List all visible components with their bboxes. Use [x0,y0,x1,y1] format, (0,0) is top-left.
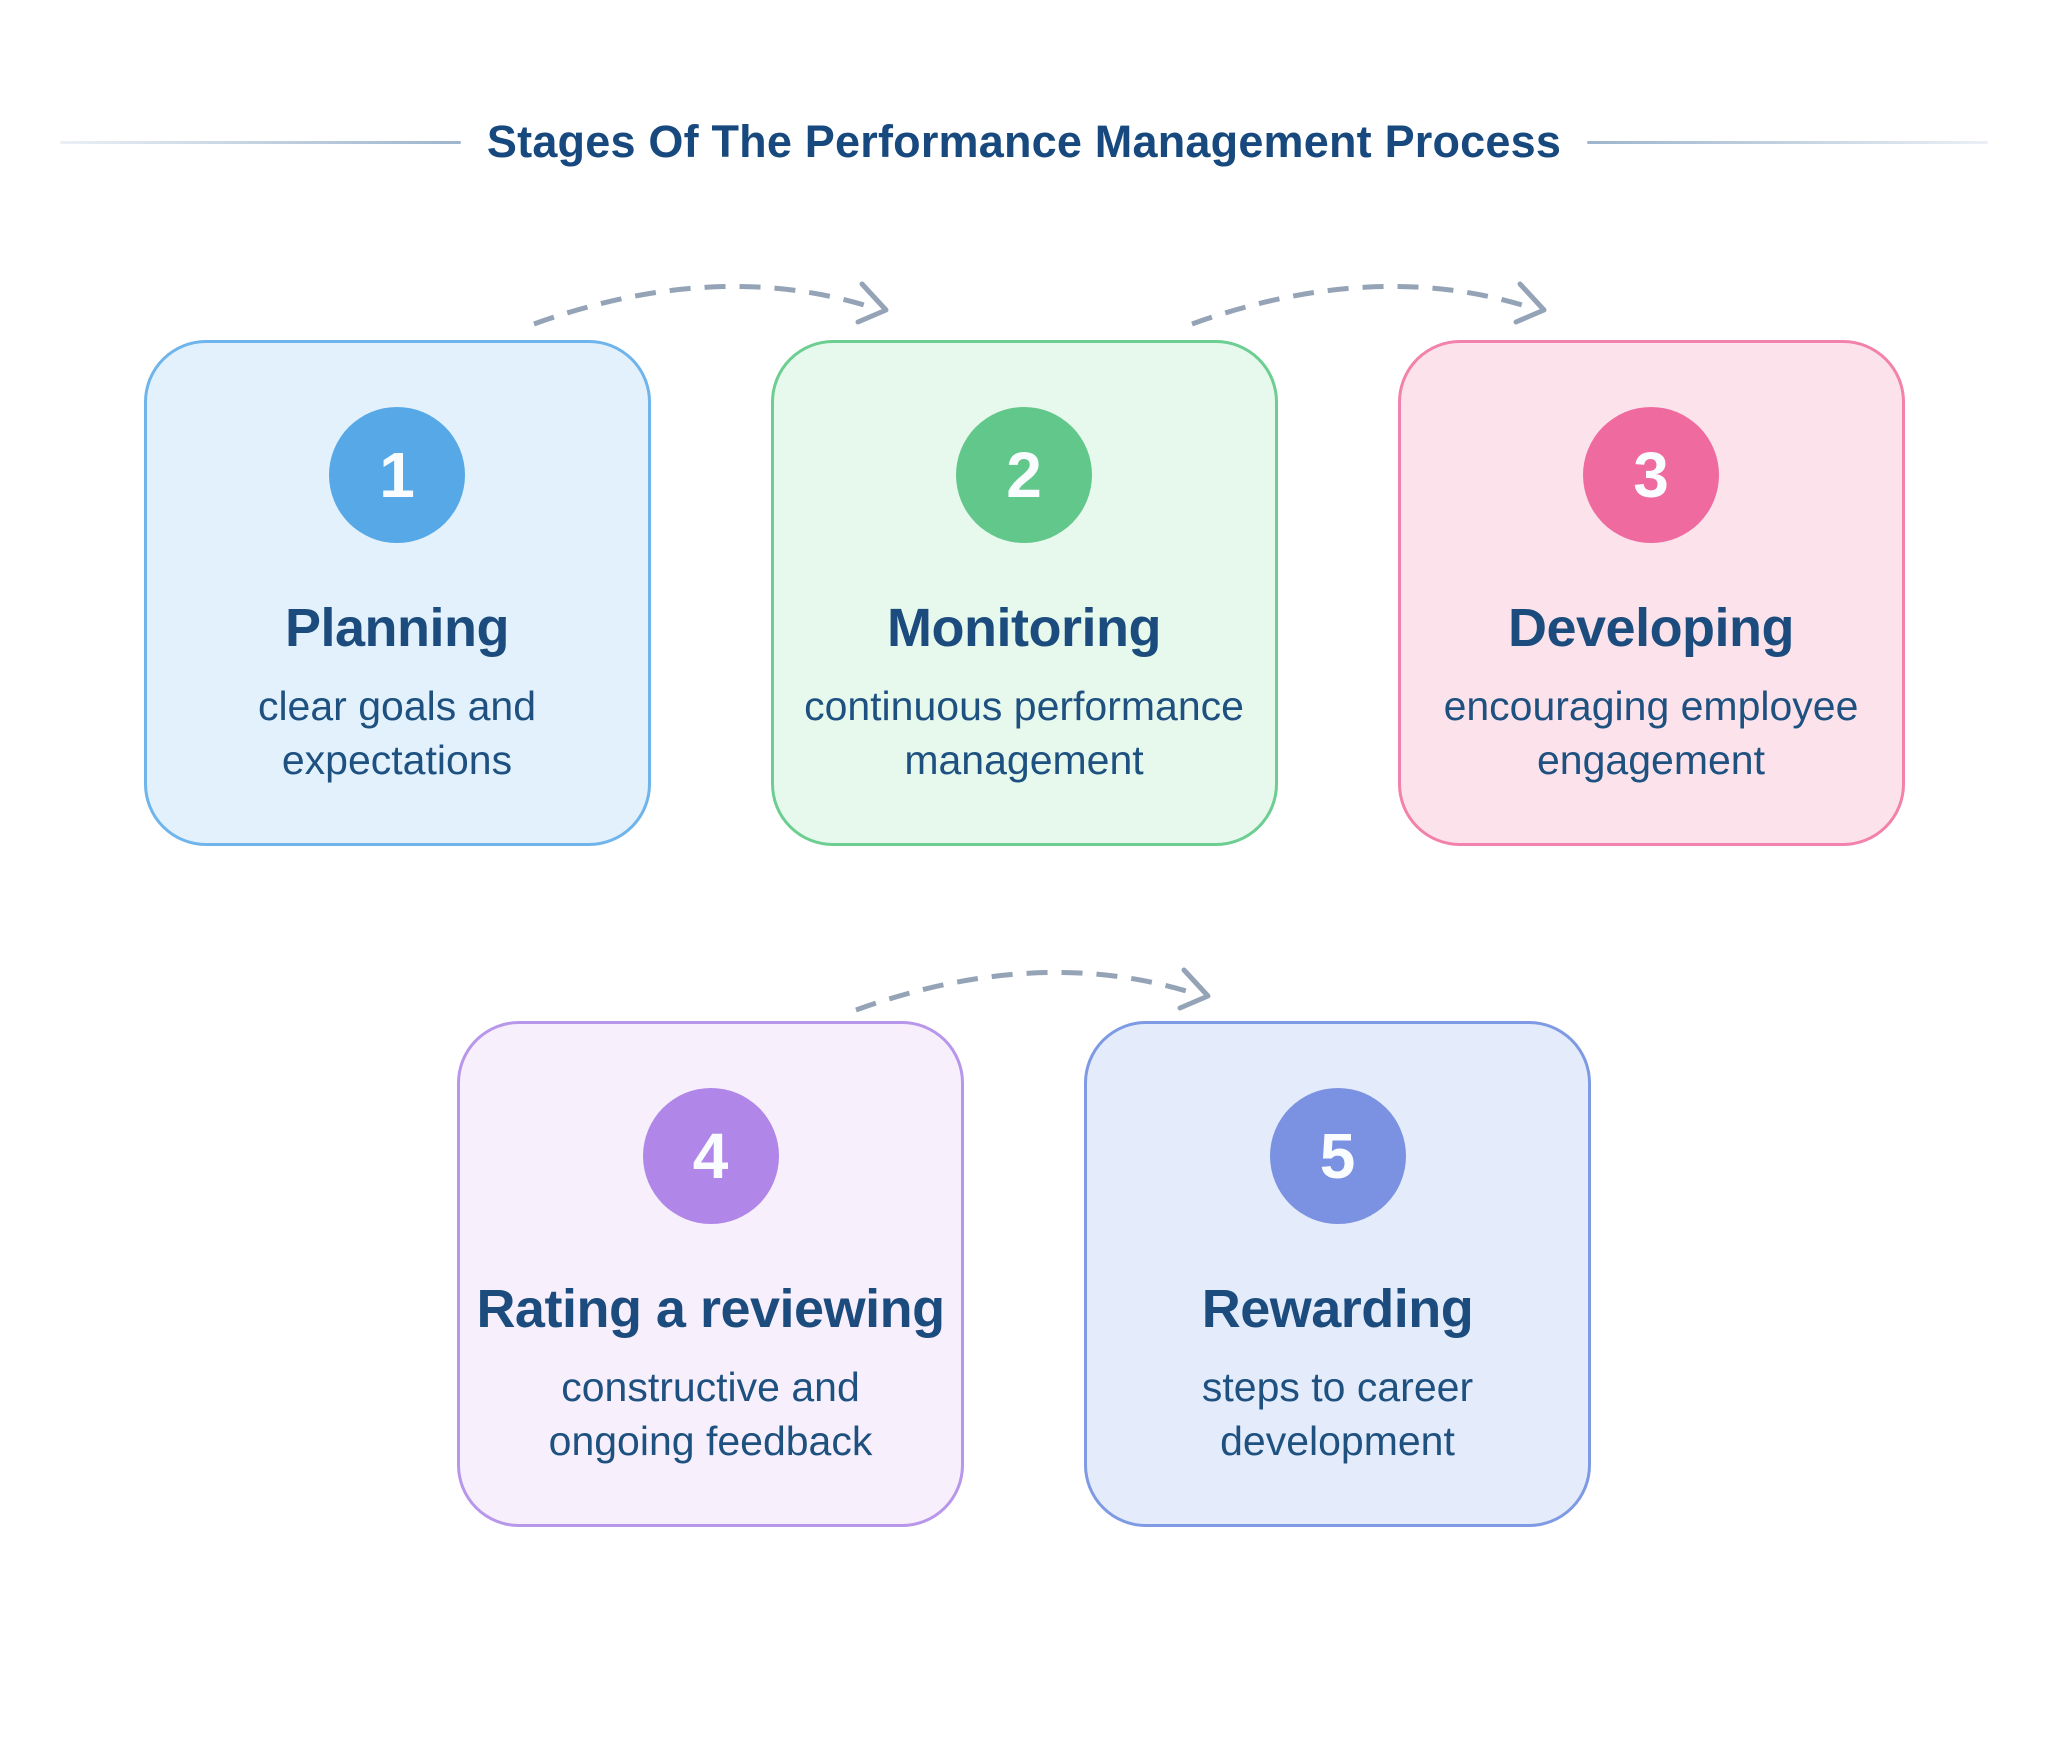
stage-title: Developing [1507,598,1795,658]
stage-number-badge: 5 [1269,1088,1406,1224]
stage-title: Planning [285,598,510,658]
stage-number-badge: 3 [1583,407,1719,543]
stage-card-monitoring: 2 Monitoring continuous performance mana… [770,340,1278,846]
curved-dashed-arrow-icon [855,967,1211,1013]
stage-row-bottom: 4 Rating a reviewing constructive and on… [0,1021,2048,1527]
stage-row-top: 1 Planning clear goals and expectations … [0,340,2048,846]
stage-description: constructive and ongoing feedback [548,1364,873,1465]
stage-title: Monitoring [887,598,1161,658]
stage-number-badge: 4 [642,1088,779,1224]
curved-dashed-arrow-icon [1191,281,1547,327]
page-title: Stages Of The Performance Management Pro… [486,116,1562,167]
stage-number-badge: 2 [956,407,1092,543]
stage-description: clear goals and expectations [257,683,537,784]
header-rule-right [1587,140,1989,144]
stage-description: steps to career development [1201,1364,1474,1465]
stage-description: continuous performance management [804,683,1244,784]
stage-card-developing: 3 Developing encouraging employee engage… [1397,340,1905,846]
stage-card-planning: 1 Planning clear goals and expectations [143,340,651,846]
stage-title: Rating a reviewing [476,1279,945,1339]
stage-title: Rewarding [1201,1279,1474,1339]
curved-dashed-arrow-icon [533,281,889,327]
stage-description: encouraging employee engagement [1443,683,1859,784]
header: Stages Of The Performance Management Pro… [0,116,2048,168]
stage-number-badge: 1 [329,407,465,543]
stage-card-rewarding: 5 Rewarding steps to career development [1084,1021,1591,1527]
header-rule-left [60,140,461,144]
stage-card-rating-reviewing: 4 Rating a reviewing constructive and on… [457,1021,964,1527]
